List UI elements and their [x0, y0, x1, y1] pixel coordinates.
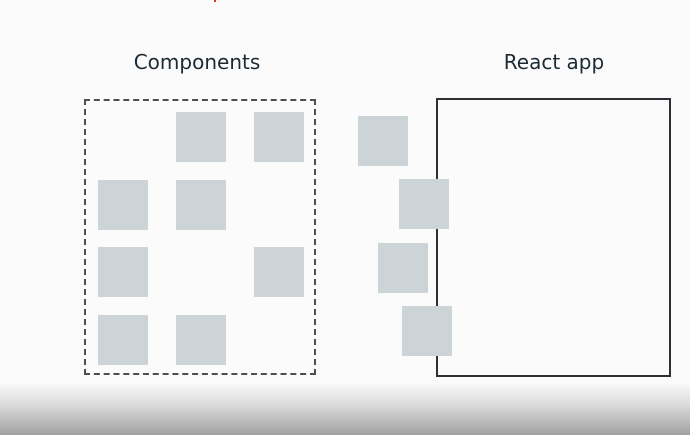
component-block	[176, 315, 226, 365]
component-block	[176, 112, 226, 162]
react-app-heading: React app	[503, 50, 605, 74]
component-block	[254, 247, 304, 297]
components-container-dashed	[84, 99, 316, 375]
component-block	[98, 180, 148, 230]
transit-component-block	[402, 306, 452, 356]
component-block	[254, 112, 304, 162]
transit-component-block	[358, 116, 408, 166]
component-block	[176, 180, 226, 230]
red-marker-dot	[214, 0, 216, 2]
react-app-container	[436, 98, 671, 377]
component-block	[98, 315, 148, 365]
transit-component-block	[378, 243, 428, 293]
component-block	[98, 247, 148, 297]
transit-component-block	[399, 179, 449, 229]
components-heading: Components	[133, 50, 261, 74]
video-bottom-gradient	[0, 382, 690, 435]
